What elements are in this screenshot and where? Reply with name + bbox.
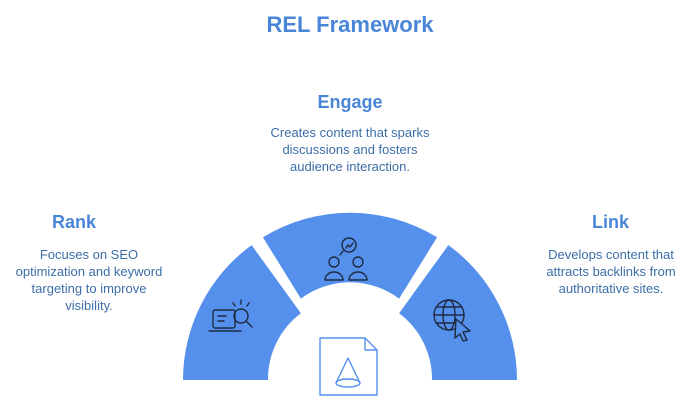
audience-discussion-icon — [324, 237, 368, 281]
rank-heading: Rank — [52, 212, 97, 232]
link-description: Develops content that attracts backlinks… — [546, 247, 676, 296]
document-cone-icon — [319, 337, 378, 396]
page-title: REL Framework — [266, 12, 434, 37]
globe-cursor-icon — [433, 299, 471, 342]
link-segment — [399, 245, 517, 380]
link-heading: Link — [592, 212, 630, 232]
engage-segment — [262, 212, 438, 299]
rank-segment — [183, 245, 301, 380]
search-analytics-icon — [208, 299, 253, 332]
engage-heading: Engage — [317, 92, 383, 112]
rank-description: Focuses on SEO optimization and keyword … — [15, 247, 163, 313]
engage-description: Creates content that sparks discussions … — [270, 125, 430, 174]
